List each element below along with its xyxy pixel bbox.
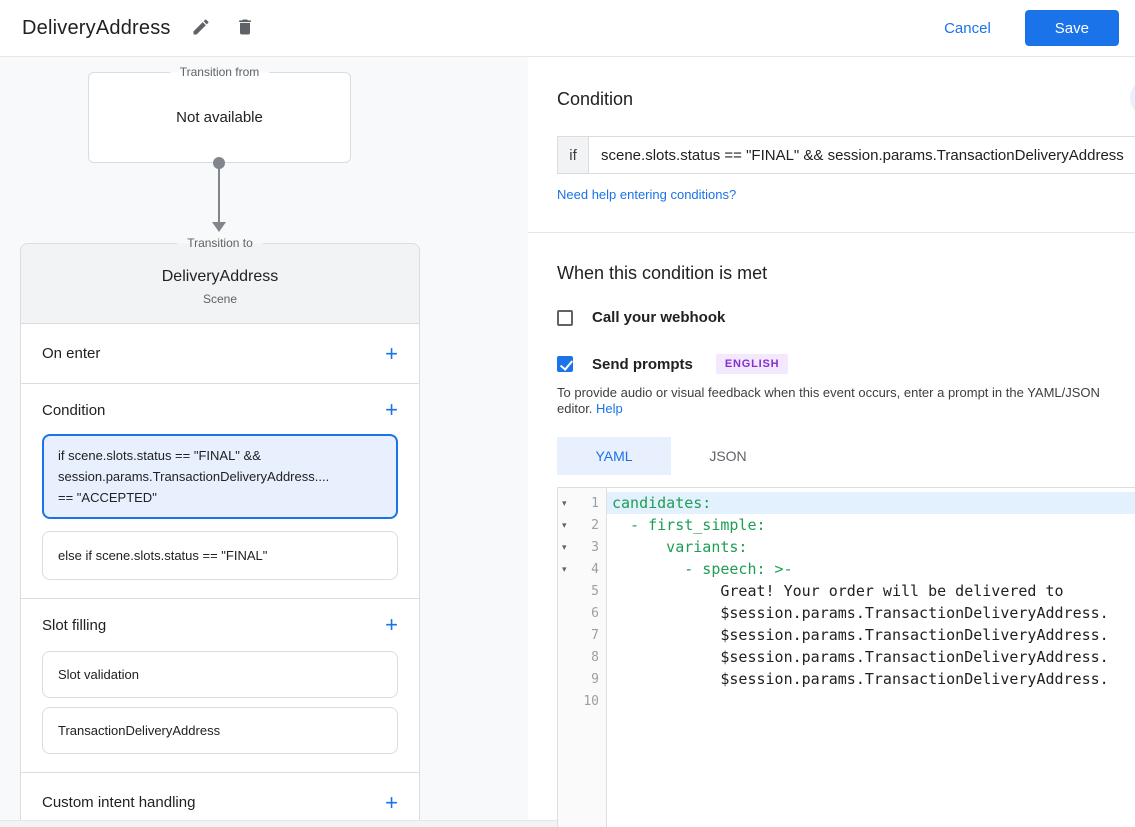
trash-icon [235,17,255,40]
top-bar: DeliveryAddress Cancel Save [0,0,1135,57]
condition-panel-title: Condition [557,89,634,109]
condition-card[interactable]: else if scene.slots.status == "FINAL" [42,531,398,580]
cancel-button[interactable]: Cancel [944,19,991,37]
add-on-enter-button[interactable]: + [385,340,398,366]
code-line: candidates: [607,492,1135,514]
send-prompts-label: Send prompts [592,355,693,373]
custom-intent-section: Custom intent handling + [21,773,419,820]
condition-editor-panel: Condition if Need help entering conditio… [528,57,1135,827]
prompts-helper-text: To provide audio or visual feedback when… [557,385,1135,417]
tab-yaml[interactable]: YAML [557,437,671,475]
scene-card: Transition to DeliveryAddress Scene On e… [20,236,420,820]
transition-to-legend: Transition to [177,236,263,250]
code-line: $session.params.TransactionDeliveryAddre… [612,648,1109,666]
edit-title-button[interactable] [189,16,213,40]
line-number: 4 [591,561,599,577]
code-line [607,690,1135,712]
condition-section: Condition + if scene.slots.status == "FI… [21,384,419,599]
on-enter-section: On enter + [21,324,419,384]
webhook-row: Call your webhook [557,309,1135,326]
line-number: 9 [591,671,599,687]
code-line: $session.params.TransactionDeliveryAddre… [612,604,1109,622]
line-number: 8 [591,649,599,665]
save-button[interactable]: Save [1024,10,1119,46]
condition-card-selected[interactable]: if scene.slots.status == "FINAL" && sess… [42,434,398,519]
line-number: 7 [591,627,599,643]
fold-arrow-icon[interactable]: ▾ [562,563,567,574]
add-condition-button[interactable]: + [385,397,398,422]
fold-arrow-icon[interactable]: ▾ [562,519,567,530]
code-line: $session.params.TransactionDeliveryAddre… [612,670,1109,688]
code-line: - speech: >- [612,560,793,578]
code-line: $session.params.TransactionDeliveryAddre… [612,626,1109,644]
line-number: 5 [591,583,599,599]
send-prompts-row: Send prompts ENGLISH [557,354,1135,374]
slot-filling-section: Slot filling + Slot validation Transacti… [21,599,419,773]
fold-arrow-icon[interactable]: ▾ [562,541,567,552]
line-number: 2 [591,517,599,533]
scene-name: DeliveryAddress [161,267,279,285]
add-custom-intent-button[interactable]: + [385,789,398,815]
call-webhook-checkbox[interactable] [557,309,573,326]
editor-gutter: ▾ 1 ▾ 2 ▾ 3 ▾ 4 5 6 7 8 9 10 [558,488,607,827]
custom-intent-label: Custom intent handling [42,794,196,811]
code-line: variants: [612,538,748,556]
scene-card-header[interactable]: DeliveryAddress Scene [21,244,419,324]
delete-scene-button[interactable] [233,16,257,40]
transition-from-node[interactable]: Transition from Not available [88,65,351,163]
code-line: - first_simple: [612,516,766,534]
flow-connector-dot [213,157,225,169]
fold-arrow-icon[interactable]: ▾ [562,497,567,508]
language-badge: ENGLISH [715,354,789,374]
collapse-panel-button[interactable] [1130,78,1135,118]
flow-arrowhead-icon [212,222,226,232]
condition-help-link[interactable]: Need help entering conditions? [557,187,737,202]
scene-type-label: Scene [202,291,238,306]
panel-divider [528,232,1135,233]
condition-expression-input[interactable] [588,136,1135,174]
code-line: Great! Your order will be delivered to [612,582,1064,600]
condition-expression-row: if [557,136,1135,174]
page-title: DeliveryAddress [22,16,171,39]
tab-json[interactable]: JSON [671,437,785,475]
slot-filling-label: Slot filling [42,616,107,634]
add-slot-button[interactable]: + [385,612,398,637]
helper-text: To provide audio or visual feedback when… [557,385,1100,416]
transition-from-legend: Transition from [169,65,270,79]
line-number: 10 [583,693,599,709]
editor-code-area[interactable]: candidates: - first_simple: variants: - … [607,488,1135,827]
condition-section-label: Condition [42,401,106,419]
yaml-code-editor[interactable]: ▾ 1 ▾ 2 ▾ 3 ▾ 4 5 6 7 8 9 10 candidates: - f… [557,487,1135,827]
flow-connector-line [218,165,220,222]
slot-card[interactable]: TransactionDeliveryAddress [42,707,398,754]
editor-format-tabs: YAML JSON [557,437,1135,475]
transition-from-value: Not available [176,109,263,126]
help-link[interactable]: Help [596,401,623,416]
pencil-icon [191,17,211,40]
send-prompts-checkbox[interactable] [557,356,573,372]
slot-validation-card[interactable]: Slot validation [42,651,398,698]
if-prefix-label: if [557,136,588,174]
line-number: 3 [591,539,599,555]
scene-flow-canvas: Transition from Not available Transition… [0,57,528,820]
line-number: 6 [591,605,599,621]
line-number: 1 [591,495,599,511]
on-enter-label: On enter [42,345,101,362]
call-webhook-label: Call your webhook [592,309,726,326]
handler-title: When this condition is met [557,263,768,283]
